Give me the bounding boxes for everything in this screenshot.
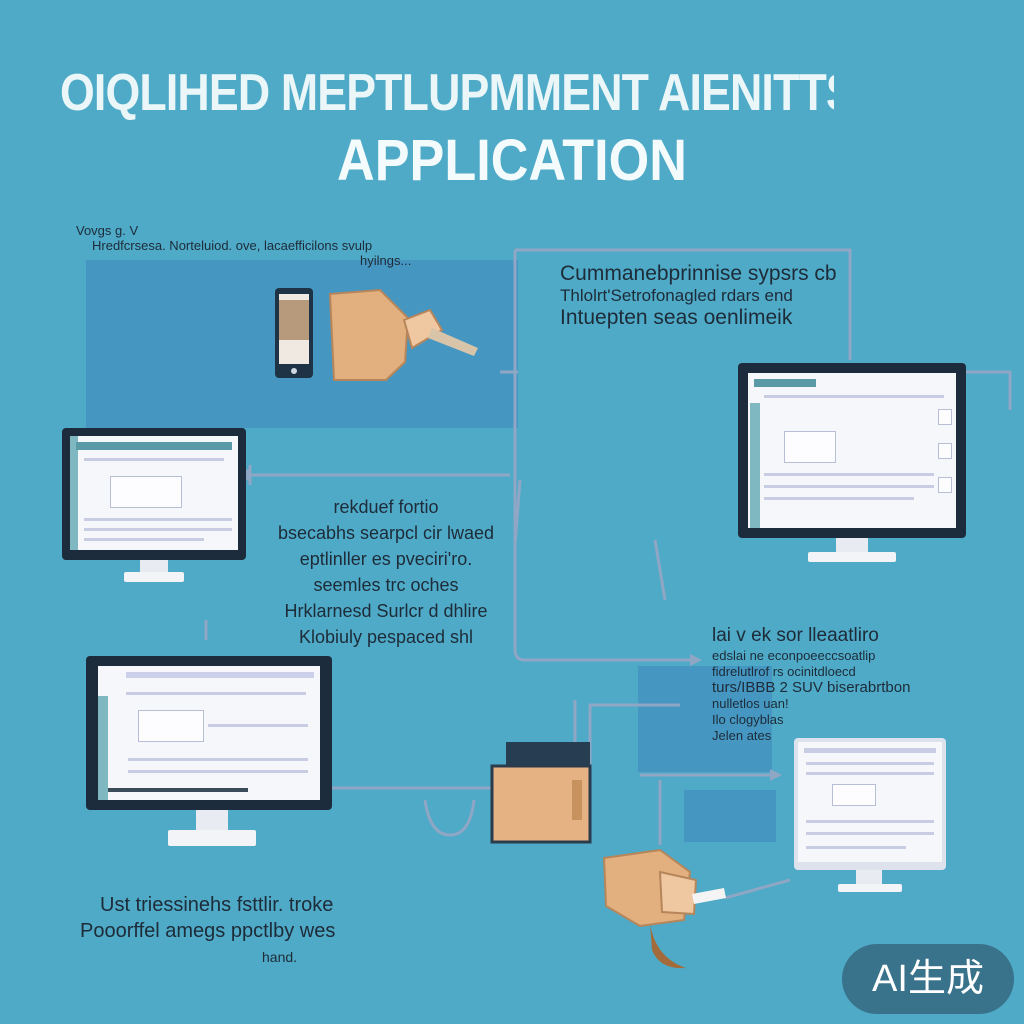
text-block-top-right: Cummanebprinnise sypsrs cb Thlolrt'Setro… xyxy=(560,262,837,329)
desktop-monitor-icon xyxy=(62,428,246,592)
desktop-monitor-icon xyxy=(794,738,946,898)
desktop-monitor-icon xyxy=(86,656,332,856)
ai-generated-badge: AI生成 xyxy=(842,944,1014,1014)
panel-right-tiny xyxy=(684,790,776,842)
text-block-top-left: Vovgs g. V Hredfcrsesa. Norteluiod. ove,… xyxy=(76,223,412,268)
title-line-2: APPLICATION xyxy=(337,128,687,193)
panel-right-small xyxy=(638,666,772,772)
text-block-bottom-left: Ust triessinehs fsttlir. troke Pooorffel… xyxy=(80,894,336,965)
desktop-monitor-icon xyxy=(738,363,966,573)
title-line-1: OIQLIHED MEPTLUPMMENT AIENITTS xyxy=(60,64,834,122)
text-block-middle-right: lai v ek sor lleaatliro edslai ne econpo… xyxy=(712,625,911,743)
text-block-middle-left: rekduef fortio bsecabhs searpcl cir lwae… xyxy=(277,497,495,647)
